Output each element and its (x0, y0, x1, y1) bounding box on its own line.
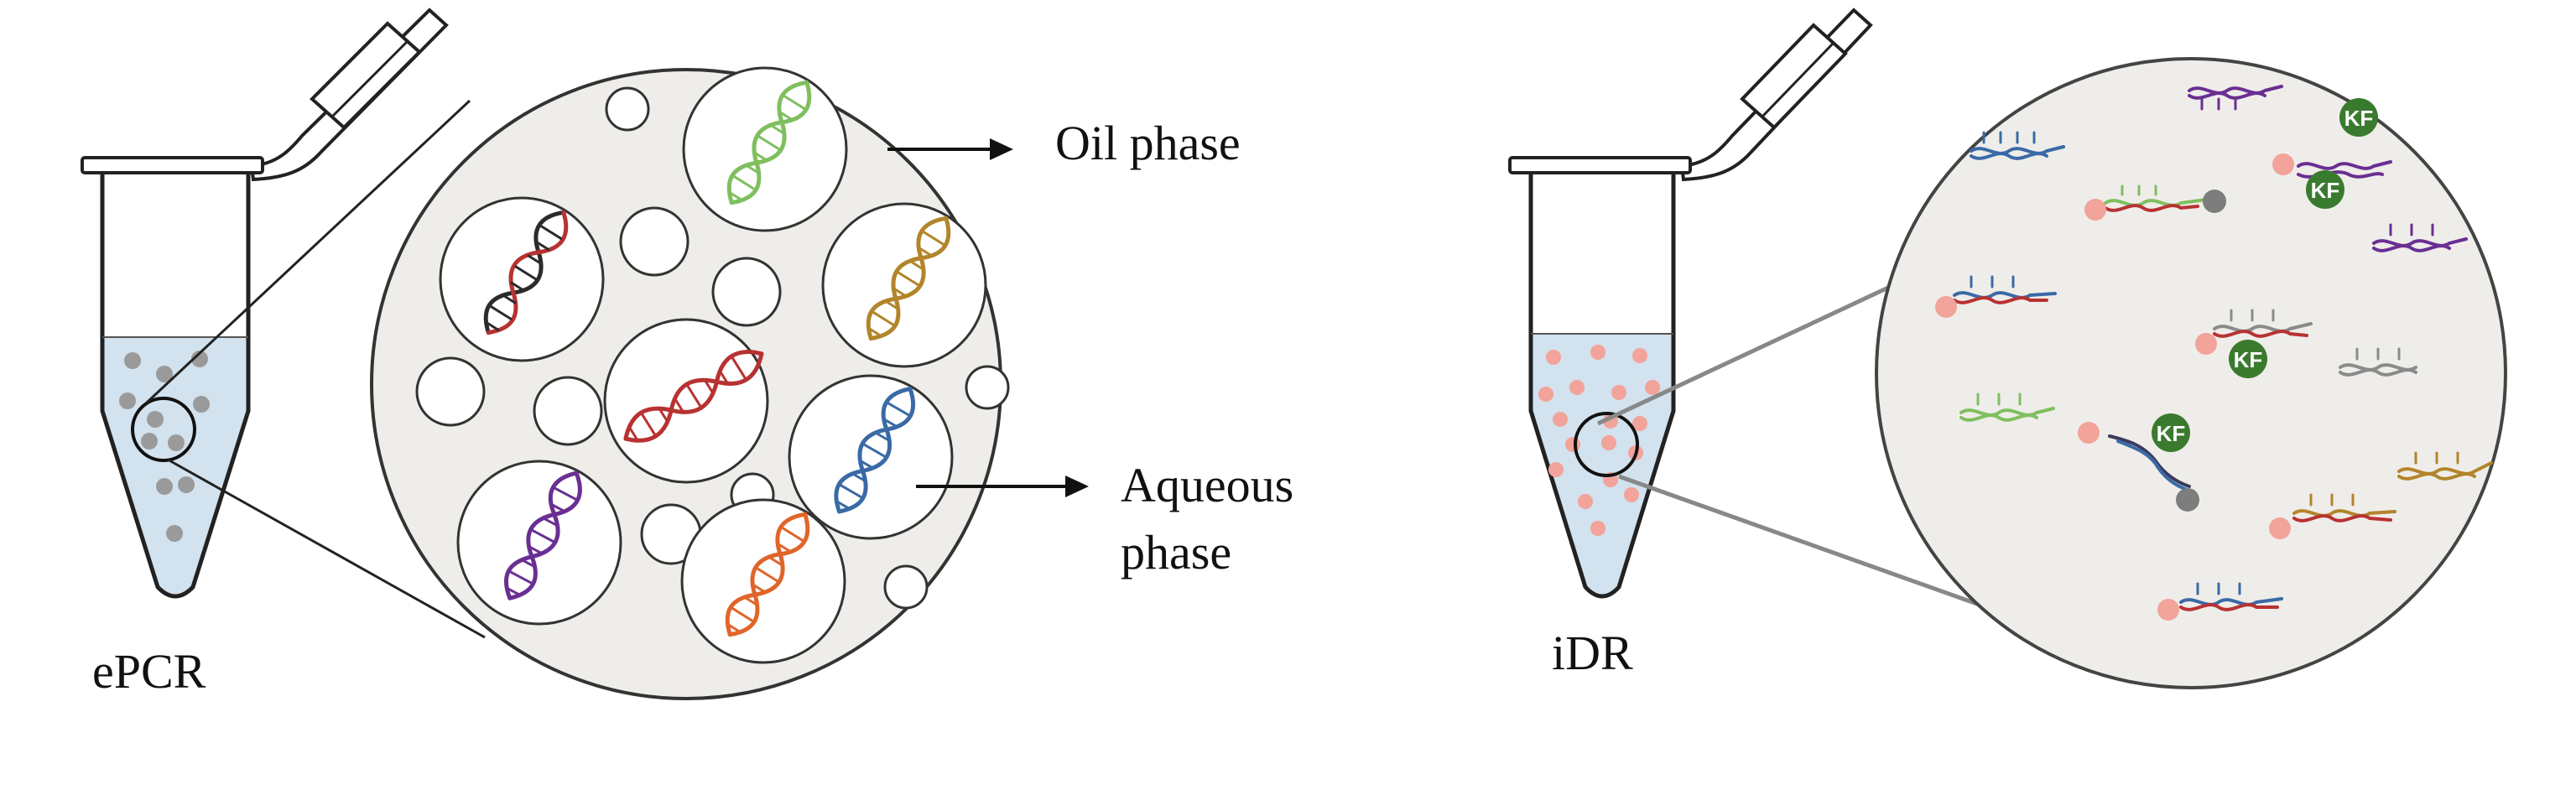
klenow-fragment-enzyme-icon: KF (2152, 413, 2190, 452)
dna-probe-icon (2188, 85, 2283, 111)
dna-probe-icon (2104, 185, 2208, 212)
dna-double-helix-icon (725, 512, 810, 637)
klenow-fragment-enzyme-icon: KF (2339, 98, 2378, 137)
dna-double-helix-icon (866, 216, 951, 341)
zoom-line-bottom (167, 458, 486, 639)
dna-double-helix-icon (623, 350, 764, 443)
oil-phase-arrow (887, 138, 1013, 160)
dna-probe-icon (1959, 392, 2055, 422)
dna-probe-icon (2397, 451, 2493, 481)
iDR-tube-icon (1508, 8, 1873, 599)
dna-probe-icon (2292, 493, 2396, 522)
dna-probe-icon (1953, 275, 2057, 304)
svg-text:KF: KF (2344, 106, 2374, 131)
aqueous-phase-label-line2: phase (1121, 525, 1231, 580)
dna-probe-icon (2179, 582, 2283, 611)
zoom-line-bottom (1618, 474, 2001, 615)
iDR-label: iDR (1552, 626, 1633, 680)
dna-probe-icon (2372, 223, 2468, 252)
klenow-fragment-enzyme-icon: KF (2306, 170, 2344, 209)
dna-probe-icon (1970, 131, 2065, 160)
dna-double-helix-icon (483, 210, 569, 335)
svg-text:KF: KF (2157, 421, 2186, 446)
zoom-line-top (1596, 278, 1904, 426)
solution-panel: KF KF KF KF (1875, 57, 2507, 689)
quencher-dot-icon (2176, 190, 2226, 512)
fluorophore-dot-icon (1935, 153, 2294, 621)
aqueous-phase-arrow (916, 476, 1089, 497)
oil-phase-label: Oil phase (1055, 116, 1241, 170)
dna-probe-icon (2108, 434, 2195, 493)
aqueous-phase-label-line1: Aqueous (1121, 458, 1293, 512)
zoom-line-top (145, 99, 471, 404)
dna-double-helix-icon (726, 80, 812, 205)
svg-text:KF: KF (2311, 178, 2340, 203)
ePCR-label: ePCR (92, 644, 206, 699)
dna-probe-icon (2213, 309, 2313, 338)
dna-double-helix-icon (834, 387, 916, 514)
svg-text:KF: KF (2234, 347, 2263, 372)
ePCR-tube-icon (81, 8, 449, 599)
klenow-fragment-enzyme-icon: KF (2229, 340, 2267, 378)
dna-probe-icon (2339, 347, 2417, 377)
emulsion-panel (370, 66, 1010, 700)
dna-double-helix-icon (504, 470, 582, 600)
